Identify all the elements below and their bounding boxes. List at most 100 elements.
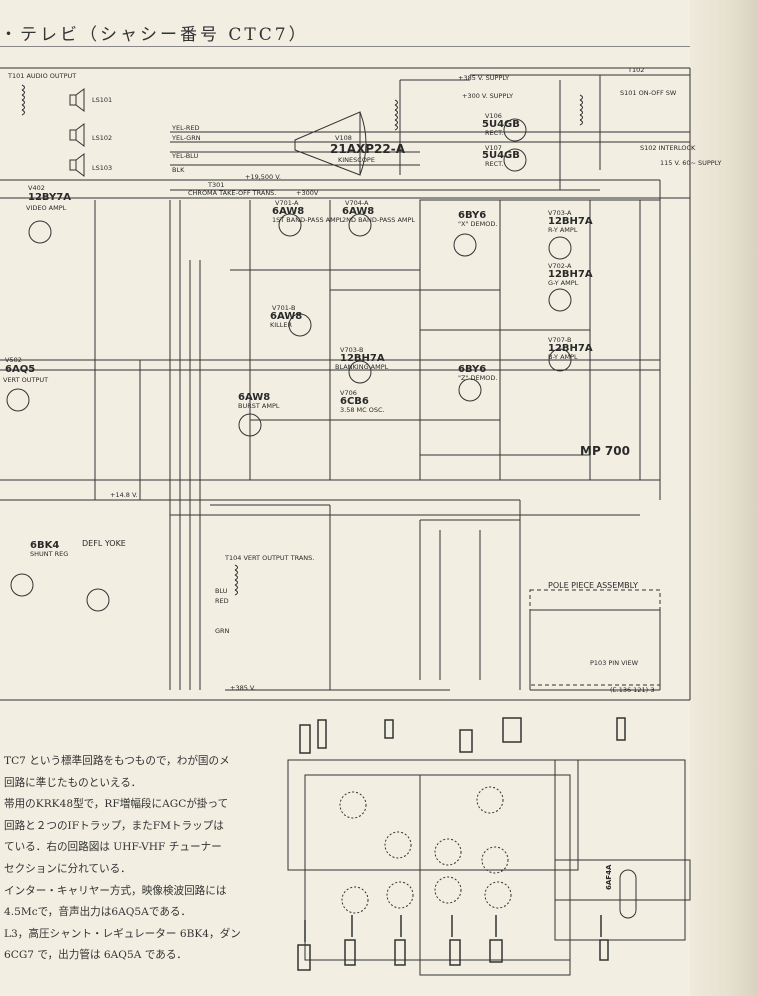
schematic-label: YEL-BLU	[171, 152, 198, 160]
wafer-switch-icon	[434, 876, 462, 904]
callout-label-box	[344, 939, 356, 966]
schematic-label: 12BH7A	[548, 269, 593, 280]
schematic-label: V106	[485, 112, 502, 120]
transformer-coil-icon	[579, 109, 583, 116]
schematic-label: G-Y AMPL	[548, 279, 579, 287]
schematic-label: S101 ON-OFF SW	[620, 89, 677, 97]
mp700-board-outline	[419, 199, 661, 481]
schematic-label: R-Y AMPL	[548, 226, 578, 234]
callout-label-box	[616, 717, 626, 741]
callout-label-box	[489, 939, 503, 963]
schematic-label: GRN	[215, 627, 230, 635]
schematic-label: +385 V.	[230, 684, 256, 692]
wafer-switch-icon	[476, 786, 504, 814]
tuner-section-outline	[554, 759, 686, 941]
transformer-coil-icon	[394, 104, 398, 111]
vacuum-tube-icon	[86, 588, 110, 612]
callout-label-box	[299, 724, 311, 754]
transformer-coil-icon	[394, 114, 398, 121]
wafer-switch-icon	[434, 838, 462, 866]
tuner-tube-label: 6AF4A	[605, 864, 613, 890]
schematic-label: BLANKING AMPL	[335, 363, 389, 371]
schematic-label: +14.8 V.	[110, 491, 138, 499]
vacuum-tube-icon	[28, 220, 52, 244]
schematic-label: BURST AMPL	[238, 402, 280, 410]
vacuum-tube-icon	[6, 388, 30, 412]
speaker-icon	[69, 123, 85, 147]
speaker-icon	[69, 88, 85, 112]
schematic-label: BLK	[172, 166, 185, 174]
body-text-line: 4.5Mcで，音声出力は6AQ5Aである．	[4, 906, 192, 919]
vacuum-tube-icon	[548, 236, 572, 260]
schematic-label: +300 V. SUPPLY	[462, 92, 513, 100]
schematic-label: V702-A	[548, 262, 572, 270]
vacuum-tube-icon	[458, 378, 482, 402]
transformer-coil-icon	[21, 84, 25, 91]
schematic-label: 6BY6	[458, 364, 486, 375]
transformer-coil-icon	[394, 124, 398, 131]
transformer-coil-icon	[579, 119, 583, 126]
schematic-label: LS102	[92, 134, 112, 142]
schematic-label: +385 V. SUPPLY	[458, 74, 509, 82]
body-text-line: 回路に準じたものといえる．	[4, 776, 142, 789]
schematic-label: RECT.	[485, 160, 503, 168]
transformer-coil-icon	[234, 574, 238, 581]
transformer-coil-icon	[234, 589, 238, 596]
vacuum-tube-icon	[503, 118, 527, 142]
wires	[0, 67, 691, 701]
callout-label-box	[384, 719, 394, 739]
schematic-label: V502	[5, 356, 22, 364]
transformer-coil-icon	[234, 564, 238, 571]
schematic-label: 6AW8	[272, 206, 304, 217]
wafer-switch-icon	[341, 886, 369, 914]
body-text-line: 6CG7 で，出力管は 6AQ5A である．	[4, 949, 188, 962]
schematic-label: LS101	[92, 96, 112, 104]
vacuum-tube-icon	[288, 313, 312, 337]
schematic-label: S102 INTERLOCK	[640, 144, 696, 152]
body-text-line: セクションに分れている．	[4, 862, 131, 875]
vacuum-tube-icon	[10, 573, 34, 597]
schematic-label: T104 VERT OUTPUT TRANS.	[224, 554, 314, 562]
schematic-label: 1ST BAND-PASS AMPL	[272, 216, 344, 224]
transformer-coil-icon	[21, 94, 25, 101]
schematic-label: 6AW8	[342, 206, 374, 217]
transformer-coil-icon	[21, 109, 25, 116]
schematic-label: 2ND BAND-PASS AMPL	[342, 216, 415, 224]
wafer-switch-icon	[384, 831, 412, 859]
tuner-section-outline	[554, 859, 691, 901]
transformer-coil-icon	[234, 584, 238, 591]
schematic-labels: T101 AUDIO OUTPUTLS101LS102LS103V40212BY…	[3, 66, 721, 694]
schematic-label: (E.136 121)-3	[610, 686, 655, 694]
schematic-label: P103 PIN VIEW	[590, 659, 639, 667]
schematic-label: +300V	[296, 189, 319, 197]
vacuum-tube-icon	[278, 213, 302, 237]
body-text-line: 帯用のKRK48型で，RF増幅段にAGCが掛って	[4, 798, 229, 811]
callout-label-box	[394, 939, 406, 966]
schematic-label: MP 700	[580, 444, 630, 458]
schematic-label: V402	[28, 184, 45, 192]
transformer-coil-icon	[579, 114, 583, 121]
schematic-label: KILLER	[270, 321, 293, 329]
schematic-label: V706	[340, 389, 357, 397]
schematic-label: RECT.	[485, 129, 503, 137]
schematic-label: V703-B	[340, 346, 363, 354]
schematic-label: 6AW8	[238, 392, 270, 403]
wafer-switch-icon	[339, 791, 367, 819]
vacuum-tube-icon	[453, 233, 477, 257]
tuner-section-outline	[419, 774, 571, 976]
schematic-label: POLE PIECE ASSEMBLY	[548, 581, 638, 590]
header-rule	[0, 46, 690, 47]
vacuum-tube-icon	[548, 348, 572, 372]
wafer-switch-icon	[484, 881, 512, 909]
schematic-label: VERT OUTPUT	[3, 376, 48, 384]
body-text: TC7 という標準回路をもつもので，わが国のメ回路に準じたものといえる．帯用のK…	[4, 751, 289, 967]
body-text-line: 回路と２つのIFトラップ，またFMトラップは	[4, 819, 224, 832]
tube-6af4a-icon	[619, 869, 637, 919]
tubes	[6, 84, 583, 612]
schematic-label: T101 AUDIO OUTPUT	[7, 72, 76, 80]
schematic-label: 12BH7A	[340, 353, 385, 364]
body-text-line: インター・キャリヤー方式，映像検波回路には	[4, 884, 227, 897]
schematic-label: V107	[485, 144, 502, 152]
transformer-coil-icon	[394, 119, 398, 126]
